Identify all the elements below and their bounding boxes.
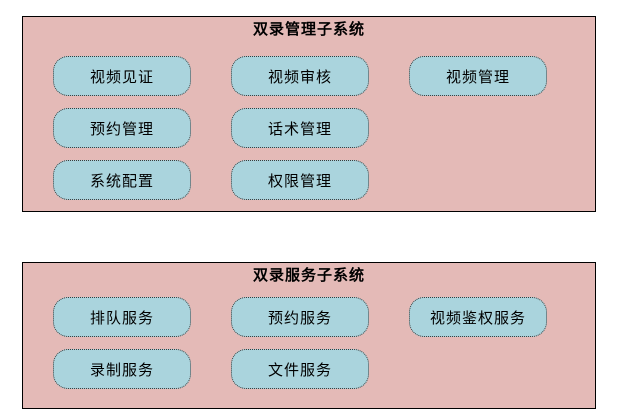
- node-recording-service: 录制服务: [53, 349, 191, 389]
- management-subsystem-box: 双录管理子系统 视频见证 视频审核 视频管理 预约管理 话术管理 系统配置 权限…: [22, 16, 596, 212]
- node-file-service: 文件服务: [231, 349, 369, 389]
- node-video-authentication-service: 视频鉴权服务: [409, 297, 547, 337]
- node-system-configuration: 系统配置: [53, 160, 191, 200]
- management-subsystem-title: 双录管理子系统: [252, 21, 365, 38]
- node-appointment-management: 预约管理: [53, 108, 191, 148]
- node-video-review: 视频审核: [231, 56, 369, 96]
- node-permission-management: 权限管理: [231, 160, 369, 200]
- node-video-management: 视频管理: [409, 56, 547, 96]
- node-video-witness: 视频见证: [53, 56, 191, 96]
- node-queue-service: 排队服务: [53, 297, 191, 337]
- node-appointment-service: 预约服务: [231, 297, 369, 337]
- management-subsystem-nodes: 视频见证 视频审核 视频管理 预约管理 话术管理 系统配置 权限管理: [23, 56, 595, 200]
- service-subsystem-nodes: 排队服务 预约服务 视频鉴权服务 录制服务 文件服务: [23, 297, 595, 389]
- service-subsystem-box: 双录服务子系统 排队服务 预约服务 视频鉴权服务 录制服务 文件服务: [22, 262, 596, 409]
- node-script-management: 话术管理: [231, 108, 369, 148]
- service-subsystem-title: 双录服务子系统: [252, 267, 365, 284]
